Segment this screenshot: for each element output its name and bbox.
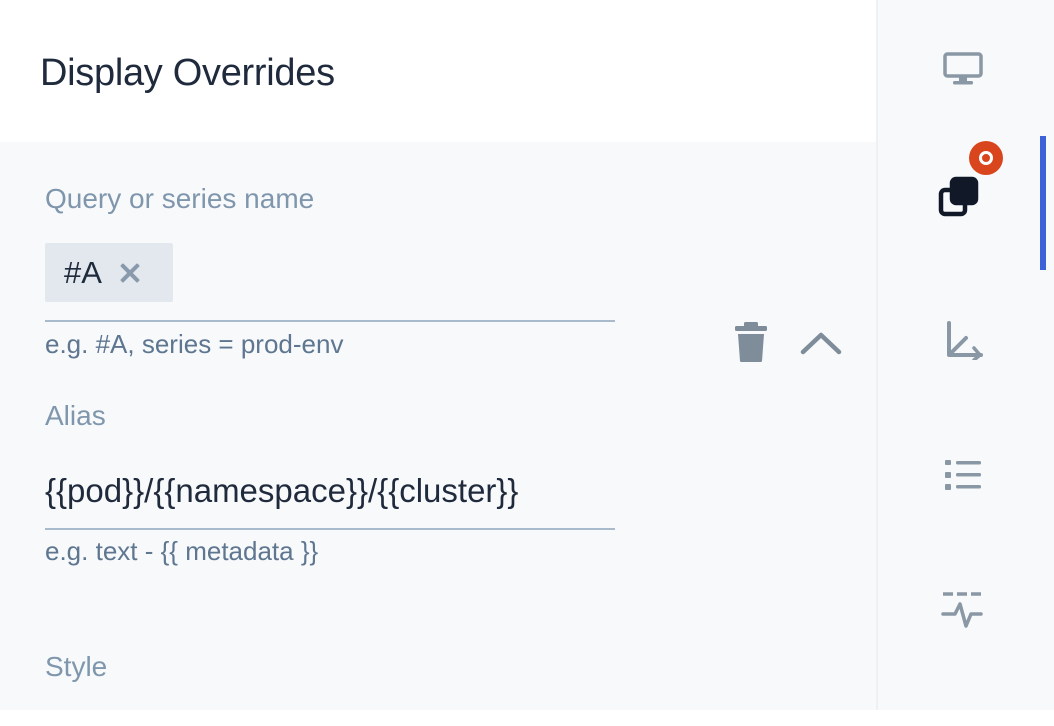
alias-input[interactable]: {{pod}}/{{namespace}}/{{cluster}} xyxy=(45,472,519,509)
active-indicator xyxy=(1040,136,1046,270)
list-icon xyxy=(945,460,981,490)
rail-item-display[interactable] xyxy=(943,52,983,86)
panel-title: Display Overrides xyxy=(40,52,335,94)
query-tag: #A xyxy=(45,243,173,302)
style-label: Style xyxy=(45,651,108,682)
query-input-underline xyxy=(45,320,615,322)
tag-remove-icon[interactable] xyxy=(118,261,142,285)
rail-item-legend[interactable] xyxy=(943,457,983,493)
panel-header: Display Overrides xyxy=(0,0,876,142)
overrides-icon xyxy=(938,176,979,217)
thresholds-icon xyxy=(941,592,983,628)
alias-hint: e.g. text - {{ metadata }} xyxy=(45,536,319,566)
alias-label: Alias xyxy=(45,400,106,431)
query-tag-label: #A xyxy=(64,254,102,290)
rail-item-overrides[interactable] xyxy=(938,176,980,218)
collapse-override-button[interactable] xyxy=(800,330,842,356)
rail-item-axes[interactable] xyxy=(944,320,984,362)
rail-item-thresholds[interactable] xyxy=(941,590,983,630)
chevron-up-icon xyxy=(800,332,842,355)
alias-input-underline xyxy=(45,528,615,530)
axes-icon xyxy=(947,321,983,362)
query-label: Query or series name xyxy=(45,183,315,214)
monitor-icon xyxy=(943,52,983,85)
panel-body xyxy=(0,142,876,710)
display-overrides-panel: Display Overrides Query or series name #… xyxy=(0,0,876,710)
query-hint: e.g. #A, series = prod-env xyxy=(45,329,344,359)
delete-override-button[interactable] xyxy=(734,321,768,363)
trash-icon xyxy=(735,322,767,362)
notification-badge xyxy=(969,141,1003,175)
